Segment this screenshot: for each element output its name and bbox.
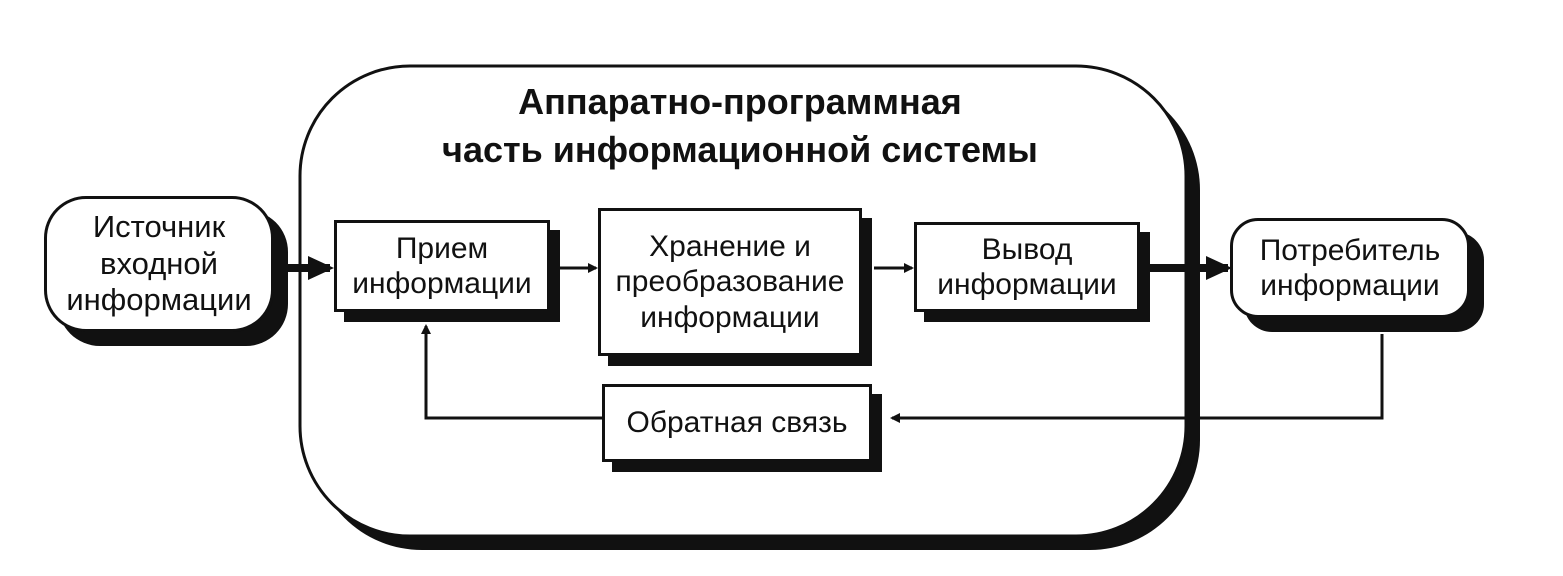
node-output: Вывод информации xyxy=(914,222,1140,312)
node-consumer-label: Потребитель информации xyxy=(1259,233,1441,302)
node-input: Прием информации xyxy=(334,220,550,312)
node-storage: Хранение и преобразование информации xyxy=(598,208,862,356)
node-input-label: Прием информации xyxy=(352,231,532,300)
node-feedback-label: Обратная связь xyxy=(626,406,848,440)
node-source-label: Источник входной информации xyxy=(66,209,252,318)
arrow-consumer-to-feedback xyxy=(890,334,1384,423)
node-source: Источник входной информации xyxy=(44,196,274,332)
node-feedback: Обратная связь xyxy=(602,384,872,462)
node-storage-label: Хранение и преобразование информации xyxy=(615,229,845,334)
node-output-label: Вывод информации xyxy=(937,232,1117,301)
system-title: Аппаратно-программная часть информационн… xyxy=(442,81,1038,170)
node-consumer: Потребитель информации xyxy=(1230,218,1470,318)
arrow-feedback-to-input xyxy=(421,324,602,420)
